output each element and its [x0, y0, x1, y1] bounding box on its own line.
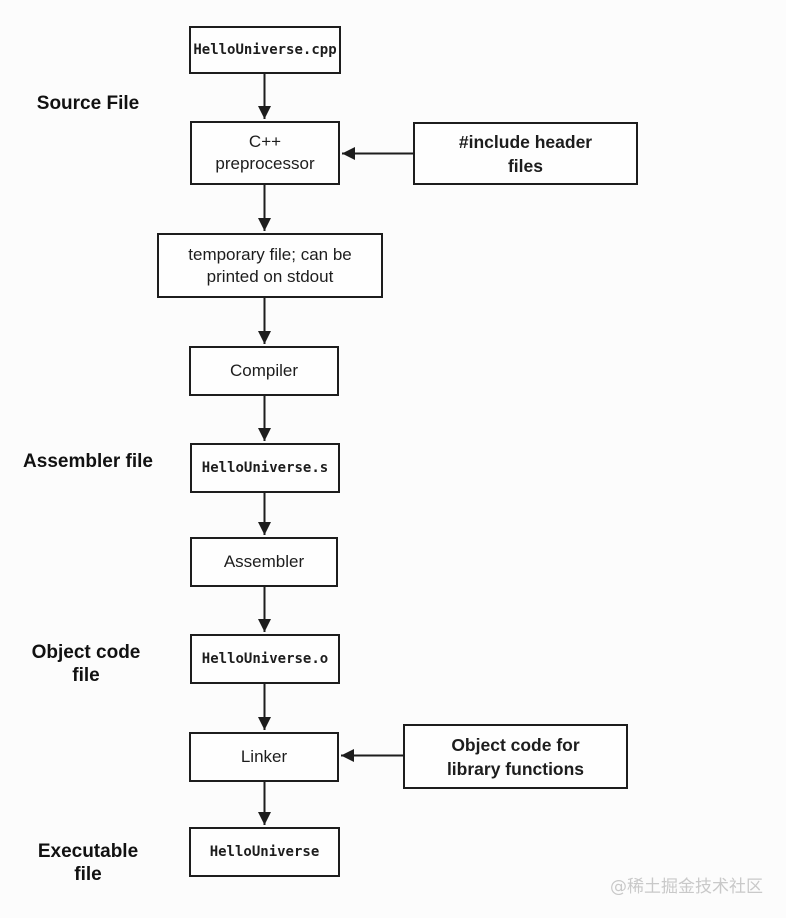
- node-compiler-label: Compiler: [229, 361, 299, 380]
- node-preprocessor-label: C++ preprocessor: [215, 132, 315, 173]
- annotation-include-headers: #include header files: [413, 122, 638, 185]
- node-preprocessor: C++ preprocessor: [190, 121, 340, 185]
- node-linker-label: Linker: [240, 747, 288, 766]
- stage-label-assembler-file: Assembler file: [23, 451, 153, 472]
- node-assembler-label: Assembler: [223, 552, 305, 571]
- watermark-text: @稀土掘金技术社区: [610, 877, 763, 897]
- node-object-file: HelloUniverse.o: [190, 634, 340, 684]
- node-temp-file-label: temporary file; can be printed on stdout: [188, 244, 352, 286]
- annotation-library-object-code-label: Object code for library functions: [446, 734, 585, 779]
- stage-label-executable-file: Executable file: [37, 841, 139, 885]
- node-compiler: Compiler: [189, 346, 339, 396]
- node-object-file-label: HelloUniverse.o: [201, 651, 329, 667]
- node-source-file: HelloUniverse.cpp: [189, 26, 341, 74]
- node-assembly-file-label: HelloUniverse.s: [201, 460, 329, 476]
- annotation-library-object-code: Object code for library functions: [403, 724, 628, 789]
- stage-label-source-file: Source File: [36, 93, 140, 114]
- node-temp-file: temporary file; can be printed on stdout: [157, 233, 383, 298]
- node-assembly-file: HelloUniverse.s: [190, 443, 340, 493]
- annotation-include-headers-label: #include header files: [458, 131, 593, 176]
- node-executable-label: HelloUniverse: [209, 844, 320, 860]
- node-executable: HelloUniverse: [189, 827, 340, 877]
- node-assembler: Assembler: [190, 537, 338, 587]
- node-linker: Linker: [189, 732, 339, 782]
- node-source-file-label: HelloUniverse.cpp: [193, 42, 337, 58]
- stage-label-object-code-file: Object code file: [31, 642, 141, 686]
